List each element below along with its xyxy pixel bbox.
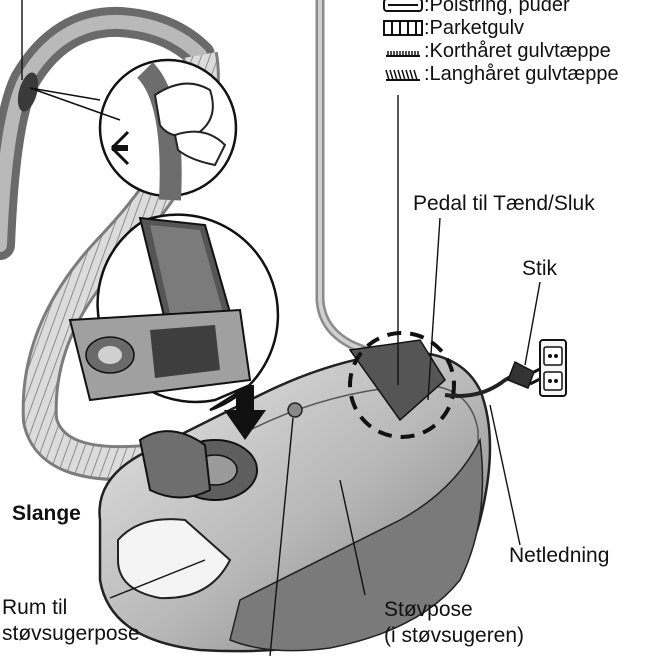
- parquet-floor-icon: [383, 20, 423, 36]
- bag-compartment-label-line1: Rum til: [2, 596, 68, 619]
- long-pile-carpet-icon: [385, 69, 420, 81]
- vacuum-body: [98, 350, 492, 653]
- legend-item-upholstery: :Polstring, puder: [382, 0, 570, 16]
- bag-compartment-label-line2: støvsugerpose: [2, 622, 140, 645]
- detail-circle-compartment: [68, 213, 280, 412]
- short-pile-carpet-icon: [386, 51, 420, 57]
- wall-socket: [539, 339, 567, 397]
- legend-item-parquet: :Parketgulv: [382, 17, 524, 39]
- extension-tube: [315, 0, 402, 370]
- hose-handle: [0, 6, 215, 260]
- plug-label: Stik: [522, 257, 558, 280]
- cord-label: Netledning: [509, 544, 610, 567]
- leader-lines: [21, 0, 541, 656]
- hose-label: Slange: [12, 502, 81, 525]
- upholstery-icon: [383, 0, 423, 12]
- legend-label: :Parketgulv: [424, 17, 525, 39]
- pedal-label: Pedal til Tænd/Sluk: [413, 192, 595, 215]
- legend-label: :Korthåret gulvtæppe: [424, 40, 611, 62]
- legend-label: :Polstring, puder: [424, 0, 570, 16]
- legend-item-long-carpet: :Langhåret gulvtæppe: [382, 63, 619, 85]
- detail-circle-handle: [98, 58, 238, 201]
- legend-item-short-carpet: :Korthåret gulvtæppe: [382, 40, 611, 62]
- dust-bag-label-line1: Støvpose: [384, 598, 473, 621]
- legend-label: :Langhåret gulvtæppe: [424, 63, 619, 85]
- dust-bag-label-line2: (i støvsugeren): [384, 624, 525, 647]
